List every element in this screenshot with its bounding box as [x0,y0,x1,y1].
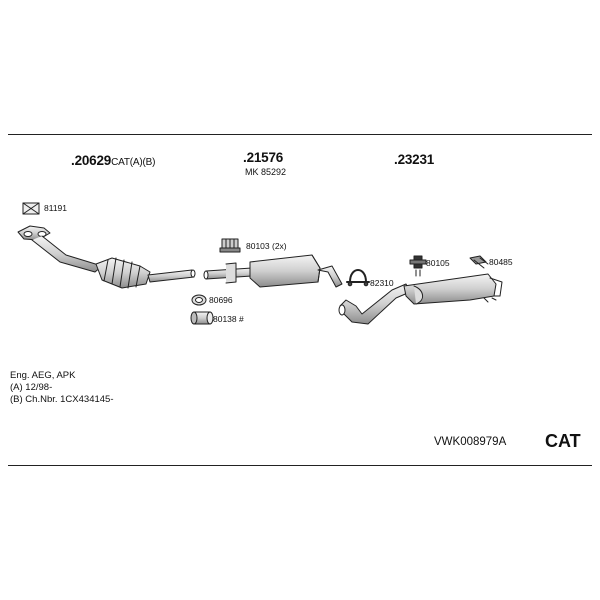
header-part-number: .21576 [243,150,284,165]
part-label: 80485 [489,257,513,267]
header-part-number: .20629CAT(A)(B) [71,153,156,168]
part-label: 80105 [426,258,450,268]
info-line: Eng. AEG, APK [10,370,76,381]
front-pipe-catalyst-icon [17,225,196,289]
bracket-80485-icon [469,255,489,269]
rubber-mount-80105-icon [409,255,427,277]
part-label: 81191 [44,203,68,213]
part-label: 80696 [209,295,233,305]
hanger-80103-icon [219,238,241,253]
middle-silencer-icon [203,254,343,288]
part-label: 80103 (2x) [246,241,287,251]
clamp-82310-icon [346,269,370,287]
header-part-number: .23231 [394,152,435,167]
gasket-81191-icon [22,202,40,215]
info-line: (B) Ch.Nbr. 1CX434145- [10,394,114,405]
part-label: 80138 # [213,314,244,324]
kit-code: VWK008979A [434,436,507,448]
ring-80696-icon [191,294,207,306]
sleeve-80138-icon [190,311,214,325]
diagram-frame [8,134,592,466]
rear-silencer-icon [338,273,503,325]
header-note: MK 85292 [245,167,287,177]
info-line: (A) 12/98- [10,382,53,393]
category-badge: CAT [545,431,581,451]
part-label: 82310 [370,278,394,288]
